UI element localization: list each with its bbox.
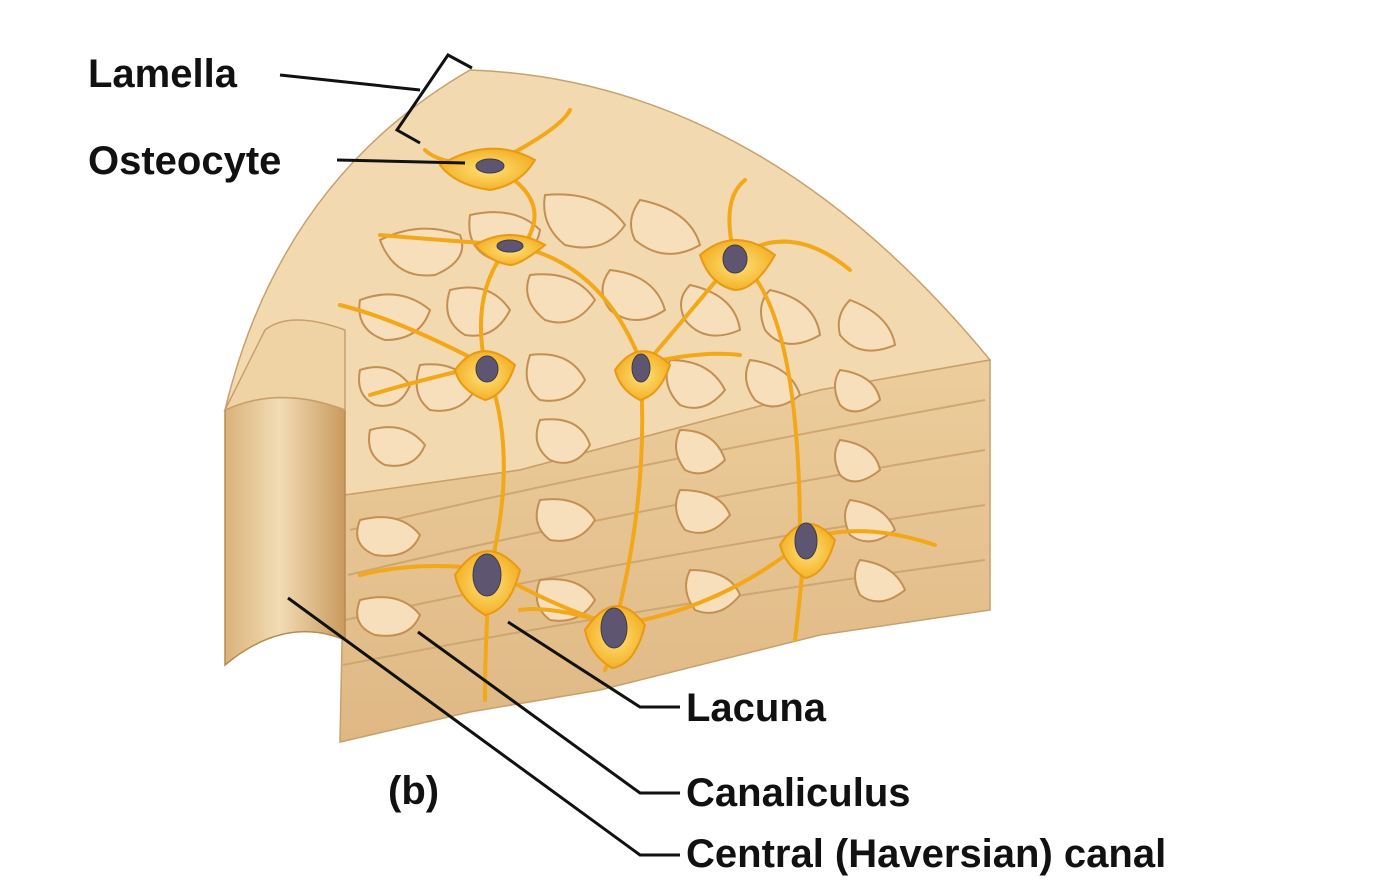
bone-side-face (339, 359, 991, 743)
lamella-leader-line (279, 73, 421, 92)
osteocyte-nuclei (472, 158, 818, 649)
nucleus (600, 607, 628, 649)
nucleus (496, 239, 524, 253)
lacuna-leader-line (507, 620, 680, 709)
lamella-bracket (394, 53, 473, 145)
nucleus (475, 355, 499, 383)
leader-lines (279, 73, 680, 857)
canaliculus-leader-line (417, 630, 680, 795)
nucleus (794, 522, 818, 560)
nucleus (472, 553, 502, 597)
panel-letter: (b) (388, 769, 440, 813)
central-canal-leader-line (287, 596, 680, 857)
nucleus (722, 244, 748, 274)
central-canal-label: Central (Haversian) canal (686, 832, 1167, 876)
canal-rim (223, 319, 346, 412)
osteocyte-label: Osteocyte (88, 139, 282, 183)
lamella-label: Lamella (88, 52, 237, 96)
osteocyte-leader-line (336, 158, 466, 165)
lacuna-label: Lacuna (686, 686, 827, 730)
lamella-layers (342, 399, 986, 666)
canaliculus-label: Canaliculus (686, 771, 911, 815)
nucleus (475, 158, 505, 174)
nucleus (631, 353, 651, 383)
